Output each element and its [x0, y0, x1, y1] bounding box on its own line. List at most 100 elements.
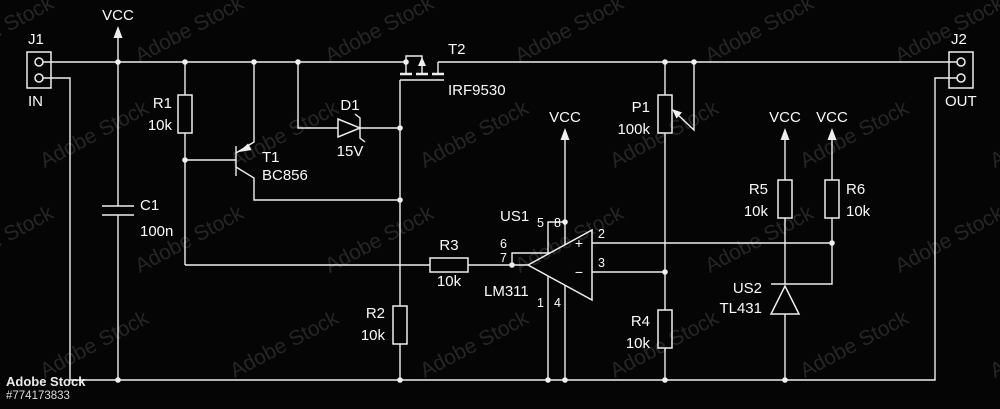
- c1-ref-label: C1: [140, 197, 159, 214]
- us1-plus-sign: +: [575, 235, 583, 251]
- t2-ref-label: T2: [448, 41, 466, 58]
- t1-value-label: BC856: [262, 167, 308, 184]
- wire-p1-wiper: [675, 62, 695, 132]
- vcc1-arrow-icon: [113, 26, 123, 38]
- r5-resistor: [777, 179, 793, 219]
- t2-body-arrow: [418, 57, 426, 66]
- us2-tl431: [769, 283, 801, 315]
- tl431-triangle: [769, 284, 801, 315]
- j2-out-label: OUT: [945, 93, 977, 110]
- wire-us1-pin6: [511, 252, 550, 265]
- j2-ref-label: J2: [951, 31, 967, 48]
- vcc3-label: VCC: [769, 109, 801, 126]
- us2-ref-label: US2: [733, 280, 762, 297]
- vcc4-label: VCC: [816, 109, 848, 126]
- r3-value-label: 10k: [437, 273, 462, 290]
- us1-ref-label: US1: [500, 208, 529, 225]
- t1-ref-label: T1: [262, 149, 280, 166]
- wire-d1-net: [297, 62, 400, 129]
- d1-triangle: [337, 117, 362, 139]
- r4-ref-label: R4: [631, 313, 650, 330]
- junction-dots: [115, 59, 835, 383]
- r6-ref-label: R6: [846, 181, 865, 198]
- junction-dot: [562, 219, 568, 225]
- j2-connector: [948, 51, 974, 89]
- c1-capacitor: [102, 205, 134, 216]
- junction-dot: [182, 59, 188, 65]
- j1-ref-label: J1: [28, 31, 44, 48]
- junction-dot: [295, 59, 301, 65]
- r1-ref-label: R1: [153, 95, 172, 112]
- watermark-badge: Adobe Stock #774173833: [6, 374, 86, 403]
- p1-potentiometer: [657, 94, 673, 134]
- us1-pin8-label: 8: [554, 216, 561, 230]
- junction-dot: [397, 125, 403, 131]
- p1-wiper-arrow-icon: [672, 109, 682, 119]
- junction-dot: [115, 377, 121, 383]
- watermark-badge-id: #774173833: [6, 389, 70, 402]
- r3-resistor: [429, 257, 469, 273]
- r1-resistor: [177, 94, 193, 134]
- t1-emitter-arrow: [239, 143, 252, 152]
- junction-dot: [662, 377, 668, 383]
- p1-value-label: 100k: [617, 121, 650, 138]
- junction-dot: [691, 59, 697, 65]
- us1-triangle: [526, 228, 593, 302]
- junction-dot: [509, 262, 515, 268]
- j1-pin-stubs: [43, 61, 51, 79]
- us1-minus-sign: −: [575, 264, 583, 280]
- r2-ref-label: R2: [366, 305, 385, 322]
- r2-value-label: 10k: [361, 327, 386, 344]
- junction-dot: [397, 377, 403, 383]
- junction-dot: [562, 377, 568, 383]
- resistors: [177, 94, 840, 349]
- junction-dot: [545, 377, 551, 383]
- us1-pin1-label: 1: [537, 296, 544, 310]
- wire-tl431-ref: [799, 243, 833, 285]
- r6-resistor: [824, 179, 840, 219]
- labels: VCC J1 IN R1 10k T1 BC856 C1 100n D1 15V…: [28, 7, 977, 352]
- us1-pin2-label: 2: [598, 227, 605, 241]
- r3-ref-label: R3: [439, 237, 458, 254]
- wire-t1-emitter: [235, 62, 255, 154]
- j2-pin-stubs: [949, 61, 957, 79]
- us1-pin5-label: 5: [537, 216, 544, 230]
- r5-ref-label: R5: [749, 181, 768, 198]
- junction-dot: [182, 157, 188, 163]
- wire-t1-collector: [235, 166, 400, 201]
- junction-dot: [829, 240, 835, 246]
- r4-value-label: 10k: [626, 335, 651, 352]
- t1-transistor: [235, 143, 252, 176]
- j1-in-label: IN: [28, 93, 43, 110]
- c1-plates: [102, 205, 134, 216]
- d1-value-label: 15V: [337, 143, 364, 160]
- t2-value-label: IRF9530: [448, 82, 506, 99]
- watermark-badge-title: Adobe Stock: [6, 374, 86, 389]
- us1-pin4-label: 4: [554, 296, 561, 310]
- junction-dot: [403, 59, 409, 65]
- junction-dot: [251, 59, 257, 65]
- us1-comparator: [526, 228, 593, 302]
- d1-ref-label: D1: [340, 97, 359, 114]
- vcc3-arrow-icon: [780, 128, 790, 140]
- r1-value-label: 10k: [148, 117, 173, 134]
- vcc1-label: VCC: [102, 7, 134, 24]
- r4-resistor: [657, 309, 673, 349]
- j1-connector: [26, 51, 52, 89]
- r5-value-label: 10k: [744, 203, 769, 220]
- junction-dot: [397, 197, 403, 203]
- vcc2-label: VCC: [549, 109, 581, 126]
- vcc2-arrow-icon: [560, 128, 570, 140]
- wire-us1-pin5-8: [547, 221, 565, 254]
- arrowheads: [113, 26, 837, 140]
- wire-r1-base: [184, 62, 236, 265]
- junction-dot: [782, 377, 788, 383]
- p1-ref-label: P1: [632, 99, 650, 116]
- junction-dot: [662, 269, 668, 275]
- junction-dot: [115, 59, 121, 65]
- d1-cathode-bar: [354, 113, 366, 143]
- wire-ground-loop: [51, 77, 949, 381]
- us2-value-label: TL431: [719, 300, 762, 317]
